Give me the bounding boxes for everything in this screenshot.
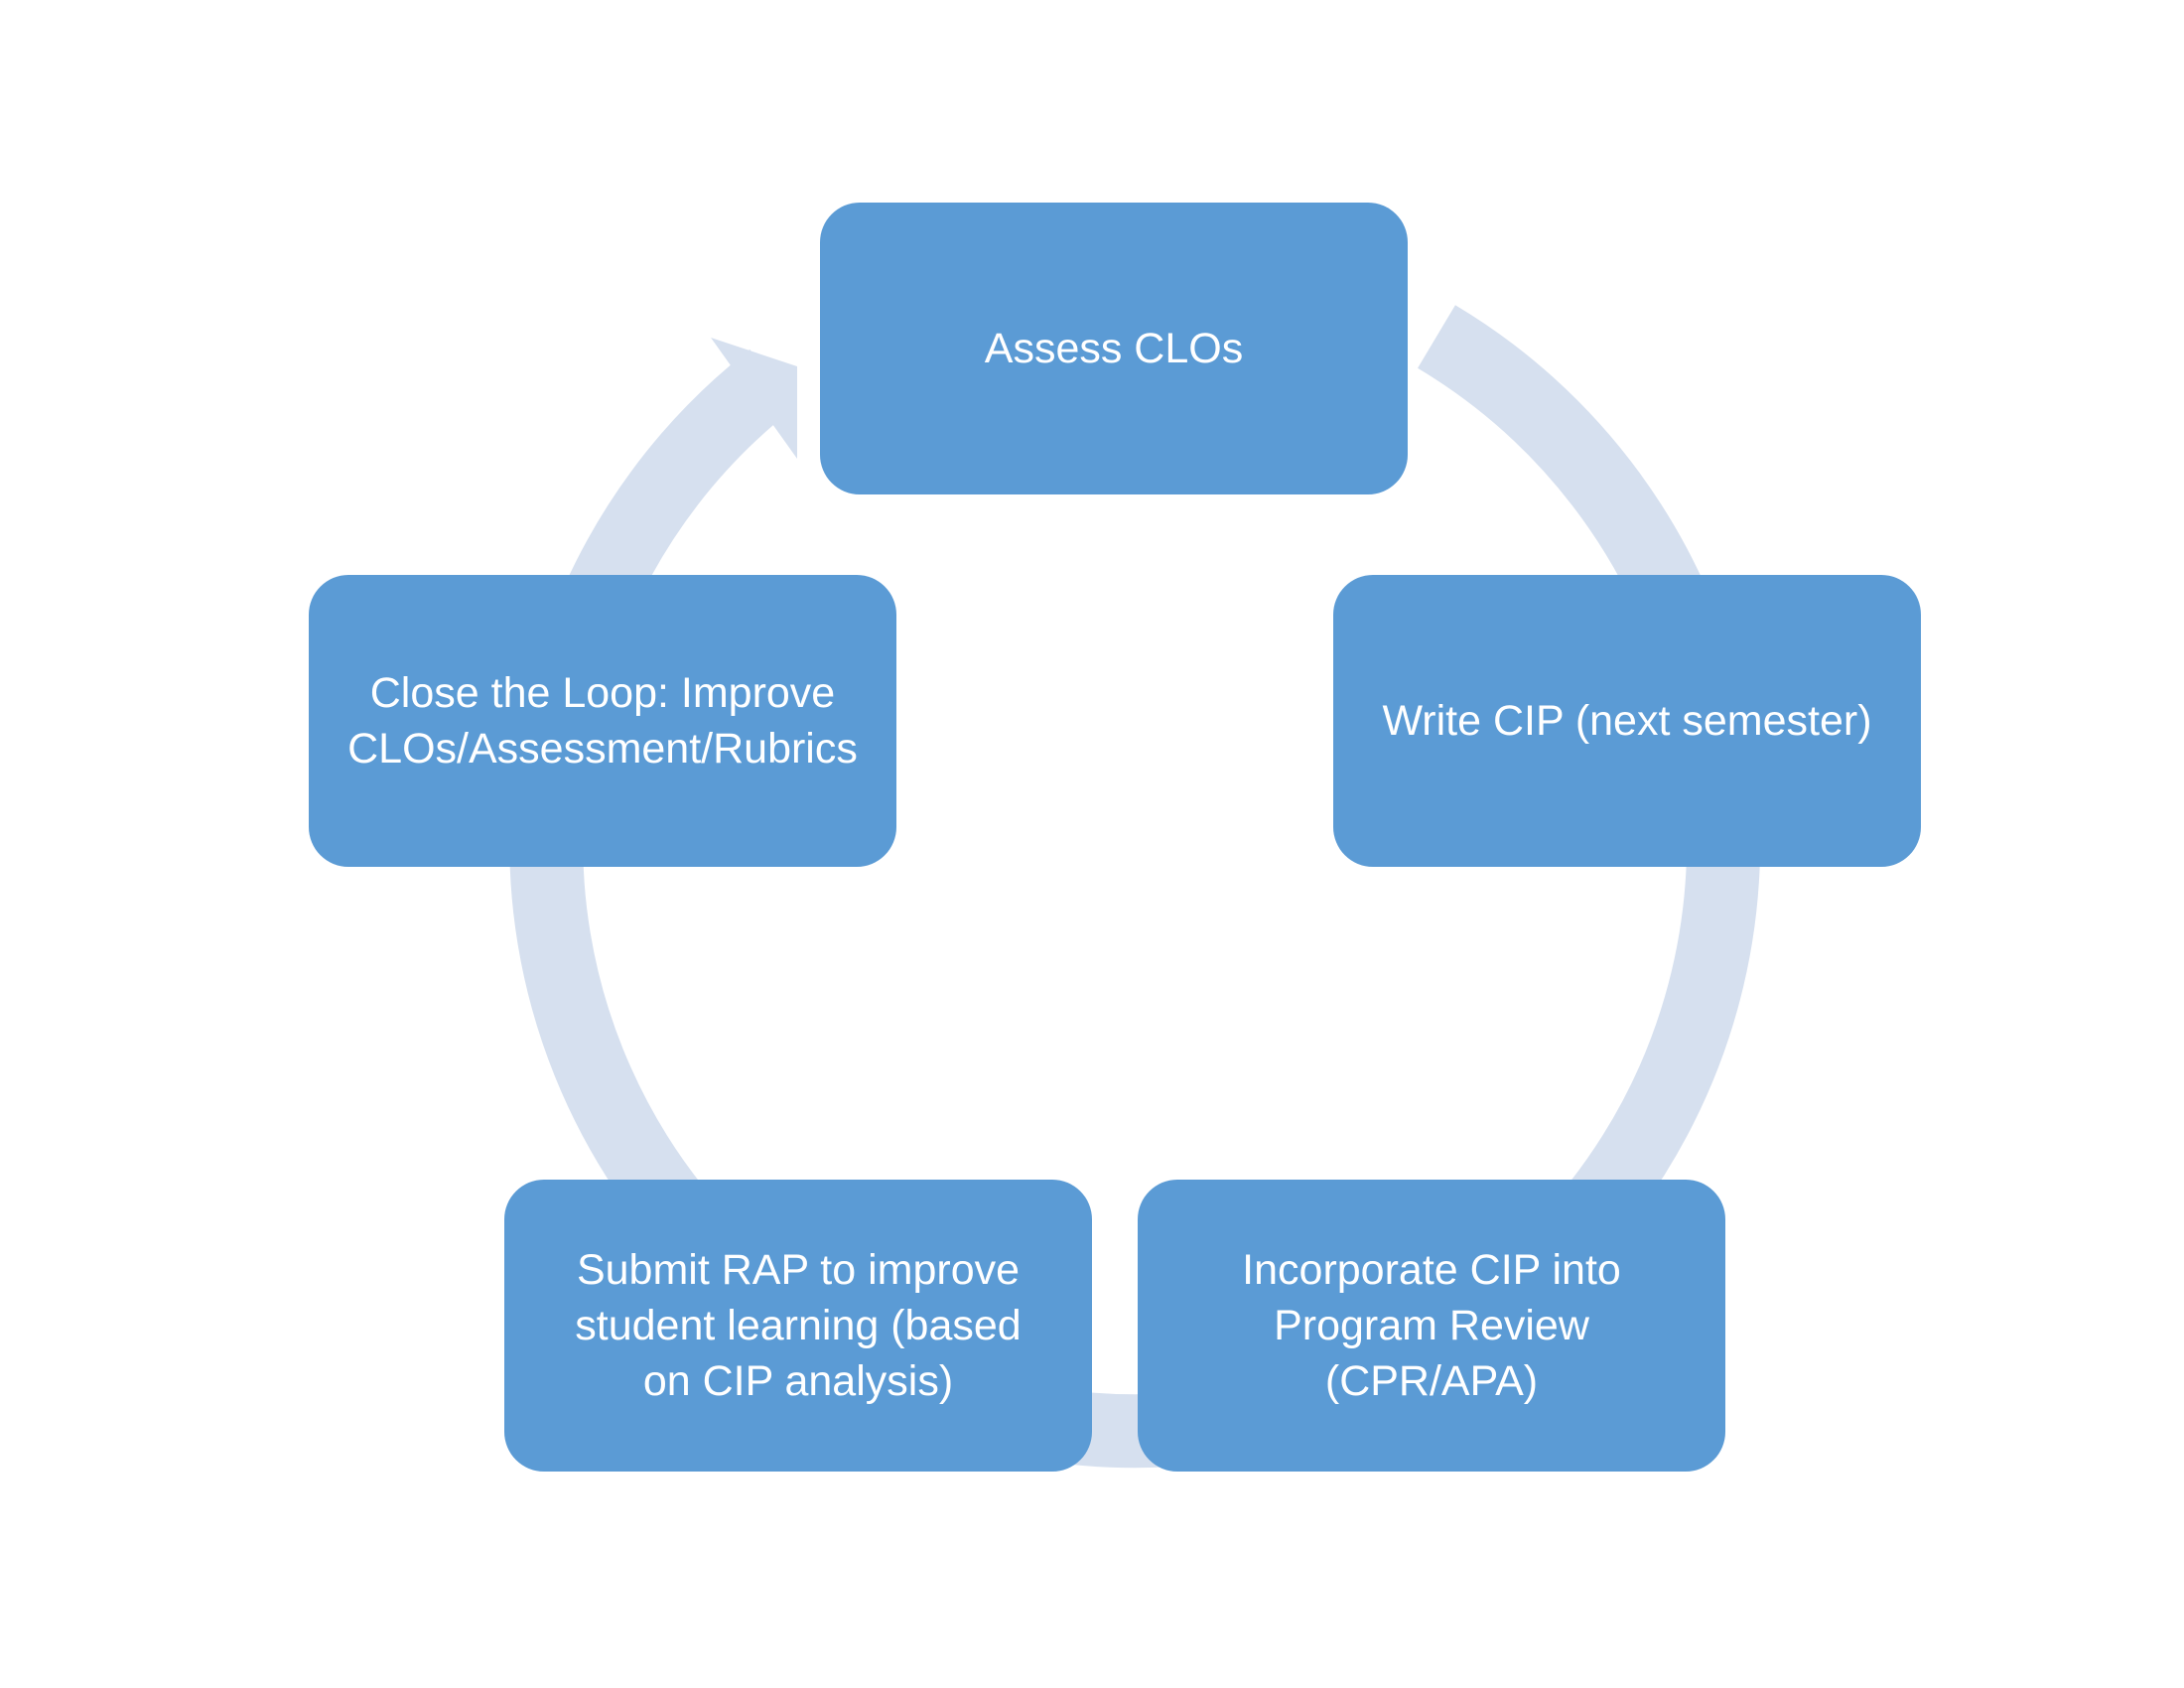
step-assess-clos: Assess CLOs bbox=[820, 203, 1408, 494]
step-label: Incorporate CIP into Program Review (CPR… bbox=[1242, 1246, 1621, 1405]
step-label: Submit RAP to improve student learning (… bbox=[575, 1246, 1022, 1405]
step-submit-rap: Submit RAP to improve student learning (… bbox=[504, 1180, 1092, 1472]
step-write-cip: Write CIP (next semester) bbox=[1333, 575, 1921, 867]
step-incorporate-cip: Incorporate CIP into Program Review (CPR… bbox=[1138, 1180, 1725, 1472]
step-label: Assess CLOs bbox=[984, 325, 1244, 372]
cycle-arrowhead bbox=[711, 338, 797, 459]
step-close-the-loop: Close the Loop: Improve CLOs/Assessment/… bbox=[309, 575, 896, 867]
step-label: Write CIP (next semester) bbox=[1382, 697, 1872, 745]
step-label: Close the Loop: Improve CLOs/Assessment/… bbox=[347, 669, 858, 773]
